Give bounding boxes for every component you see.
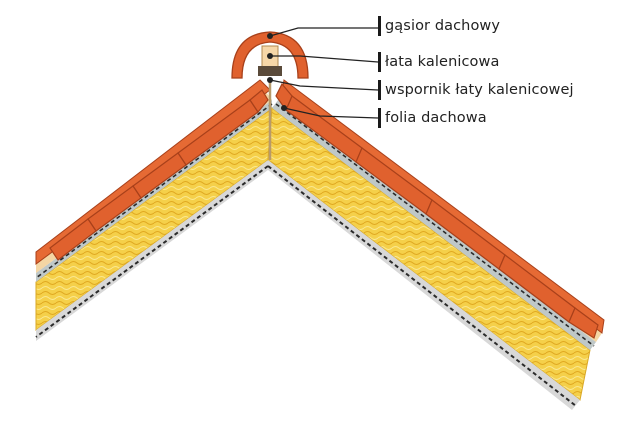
label-ridge-batten-text: łata kalenicowa (385, 54, 500, 70)
leader-bracket (269, 79, 379, 91)
leader-membrane (283, 107, 379, 119)
label-ridge-batten-bracket: wspornik łaty kalenicowej (378, 80, 574, 100)
right-vapour-line (267, 165, 577, 407)
leader-dots (267, 33, 287, 111)
label-roof-membrane-text: folia dachowa (385, 110, 487, 126)
right-insulation (267, 107, 591, 401)
ridge-batten-base (258, 66, 282, 76)
label-ridge-batten-bracket-text: wspornik łaty kalenicowej (385, 82, 574, 98)
leader-ridge-tile (269, 27, 378, 37)
leader-lines (269, 27, 379, 119)
right-slope (267, 79, 605, 410)
label-marker (378, 108, 381, 128)
label-ridge-tile: gąsior dachowy (378, 16, 500, 36)
ridge-tile-shape (231, 31, 309, 79)
right-membrane-line (275, 103, 595, 347)
left-insulation (35, 106, 273, 331)
label-ridge-batten: łata kalenicowa (378, 52, 499, 72)
label-marker (378, 52, 381, 72)
left-slope (35, 79, 273, 341)
leader-ridge-batten (270, 55, 379, 63)
label-marker (378, 80, 381, 100)
left-vapour-line (35, 165, 269, 338)
label-marker (378, 16, 381, 36)
left-tile-steps (49, 89, 269, 261)
label-ridge-tile-text: gąsior dachowy (385, 18, 501, 34)
label-roof-membrane: folia dachowa (378, 108, 487, 128)
